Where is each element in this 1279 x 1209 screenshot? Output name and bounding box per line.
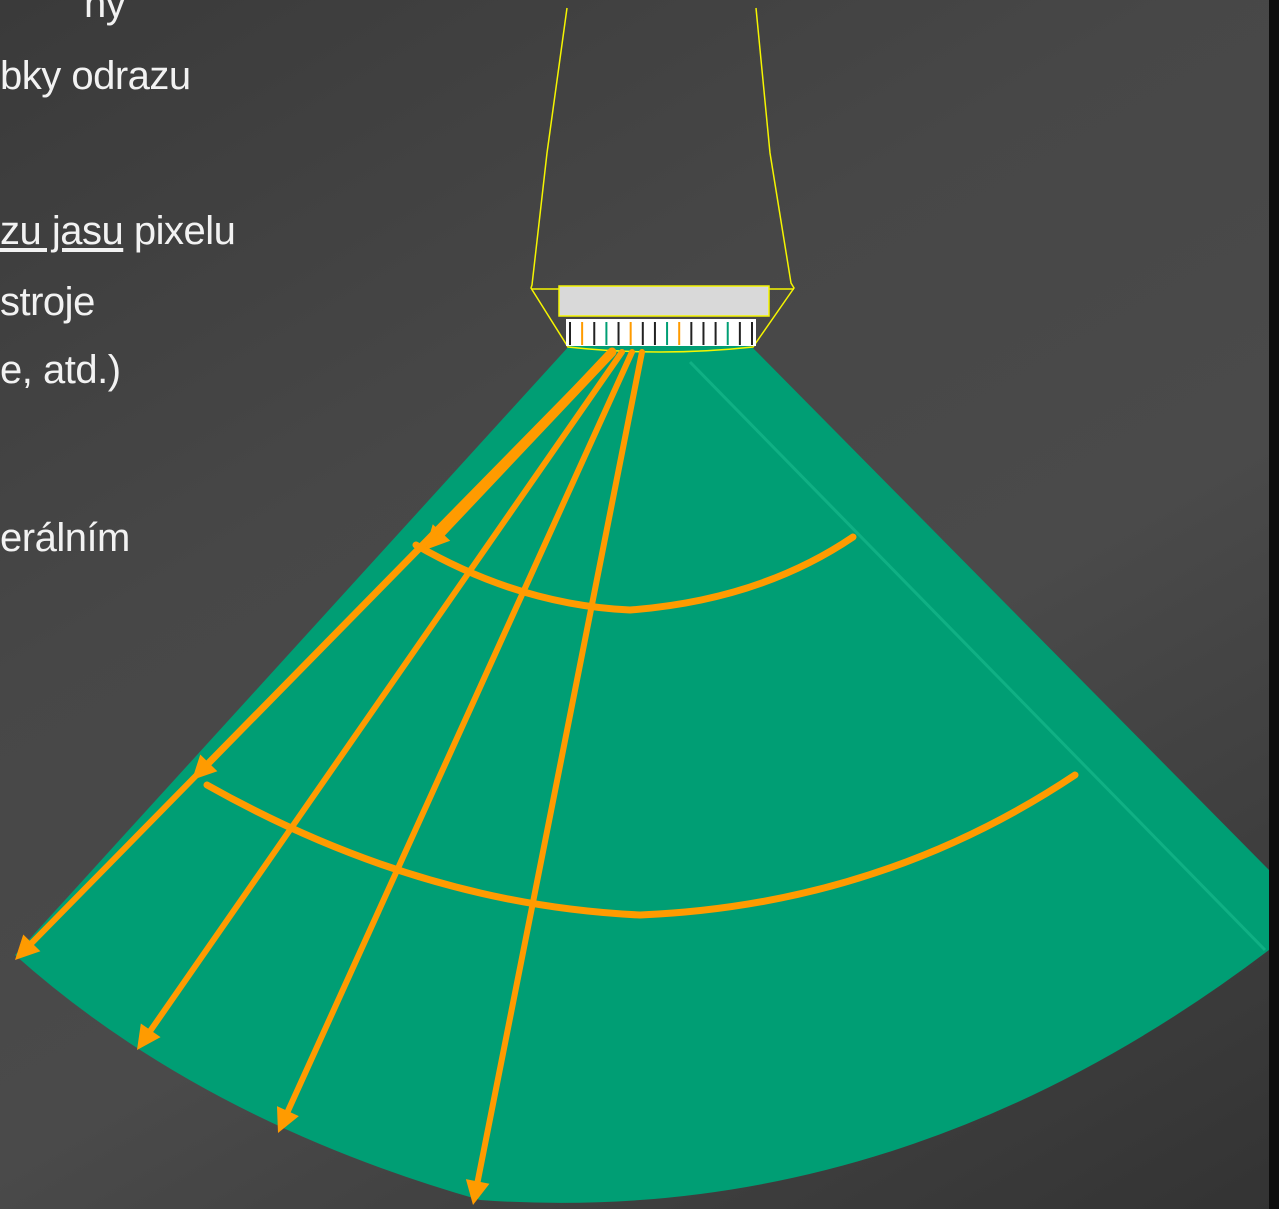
probe-head [558,285,770,317]
text-segment: pixelu [123,209,236,253]
text-segment: e, atd.) [0,348,121,392]
text-segment: stroje [0,280,95,324]
text-segment: bky odrazu [0,54,191,98]
text-line-3: zu jasu pixelu [0,209,236,253]
text-line-1: ny [84,0,126,26]
probe-array [566,319,756,346]
beam-edge-highlight [688,360,1267,952]
scan-line-arrow-icon [276,1106,299,1133]
scan-line-4-line [473,349,645,1192]
scan-line-3-line [281,349,635,1121]
text-line-5: e, atd.) [0,350,121,390]
text-line-4: stroje [0,282,95,322]
slide-right-border [1269,0,1279,1209]
depth-arc-far [203,771,1079,919]
beam-sector [15,345,1269,1203]
text-line-6: erálním [0,518,130,558]
scan-line-arrow-icon [465,1179,490,1205]
probe-handle [530,7,795,353]
scan-line-arrow-icon [425,524,451,550]
scan-line-arrow-icon [15,934,41,960]
text-segment: ny [84,0,126,26]
scan-line-2-line [143,349,625,1040]
scan-line-1-line [23,349,615,952]
scan-line-arrow-icon [137,1023,161,1050]
probe-elements [569,322,753,345]
depth-arc-near [412,533,857,614]
scan-lines [15,347,645,1205]
ultrasound-probe-icon [530,7,795,353]
text-line-2: bky odrazu [0,56,191,96]
text-segment: erálním [0,516,130,560]
text-segment: zu jasu [0,209,124,253]
